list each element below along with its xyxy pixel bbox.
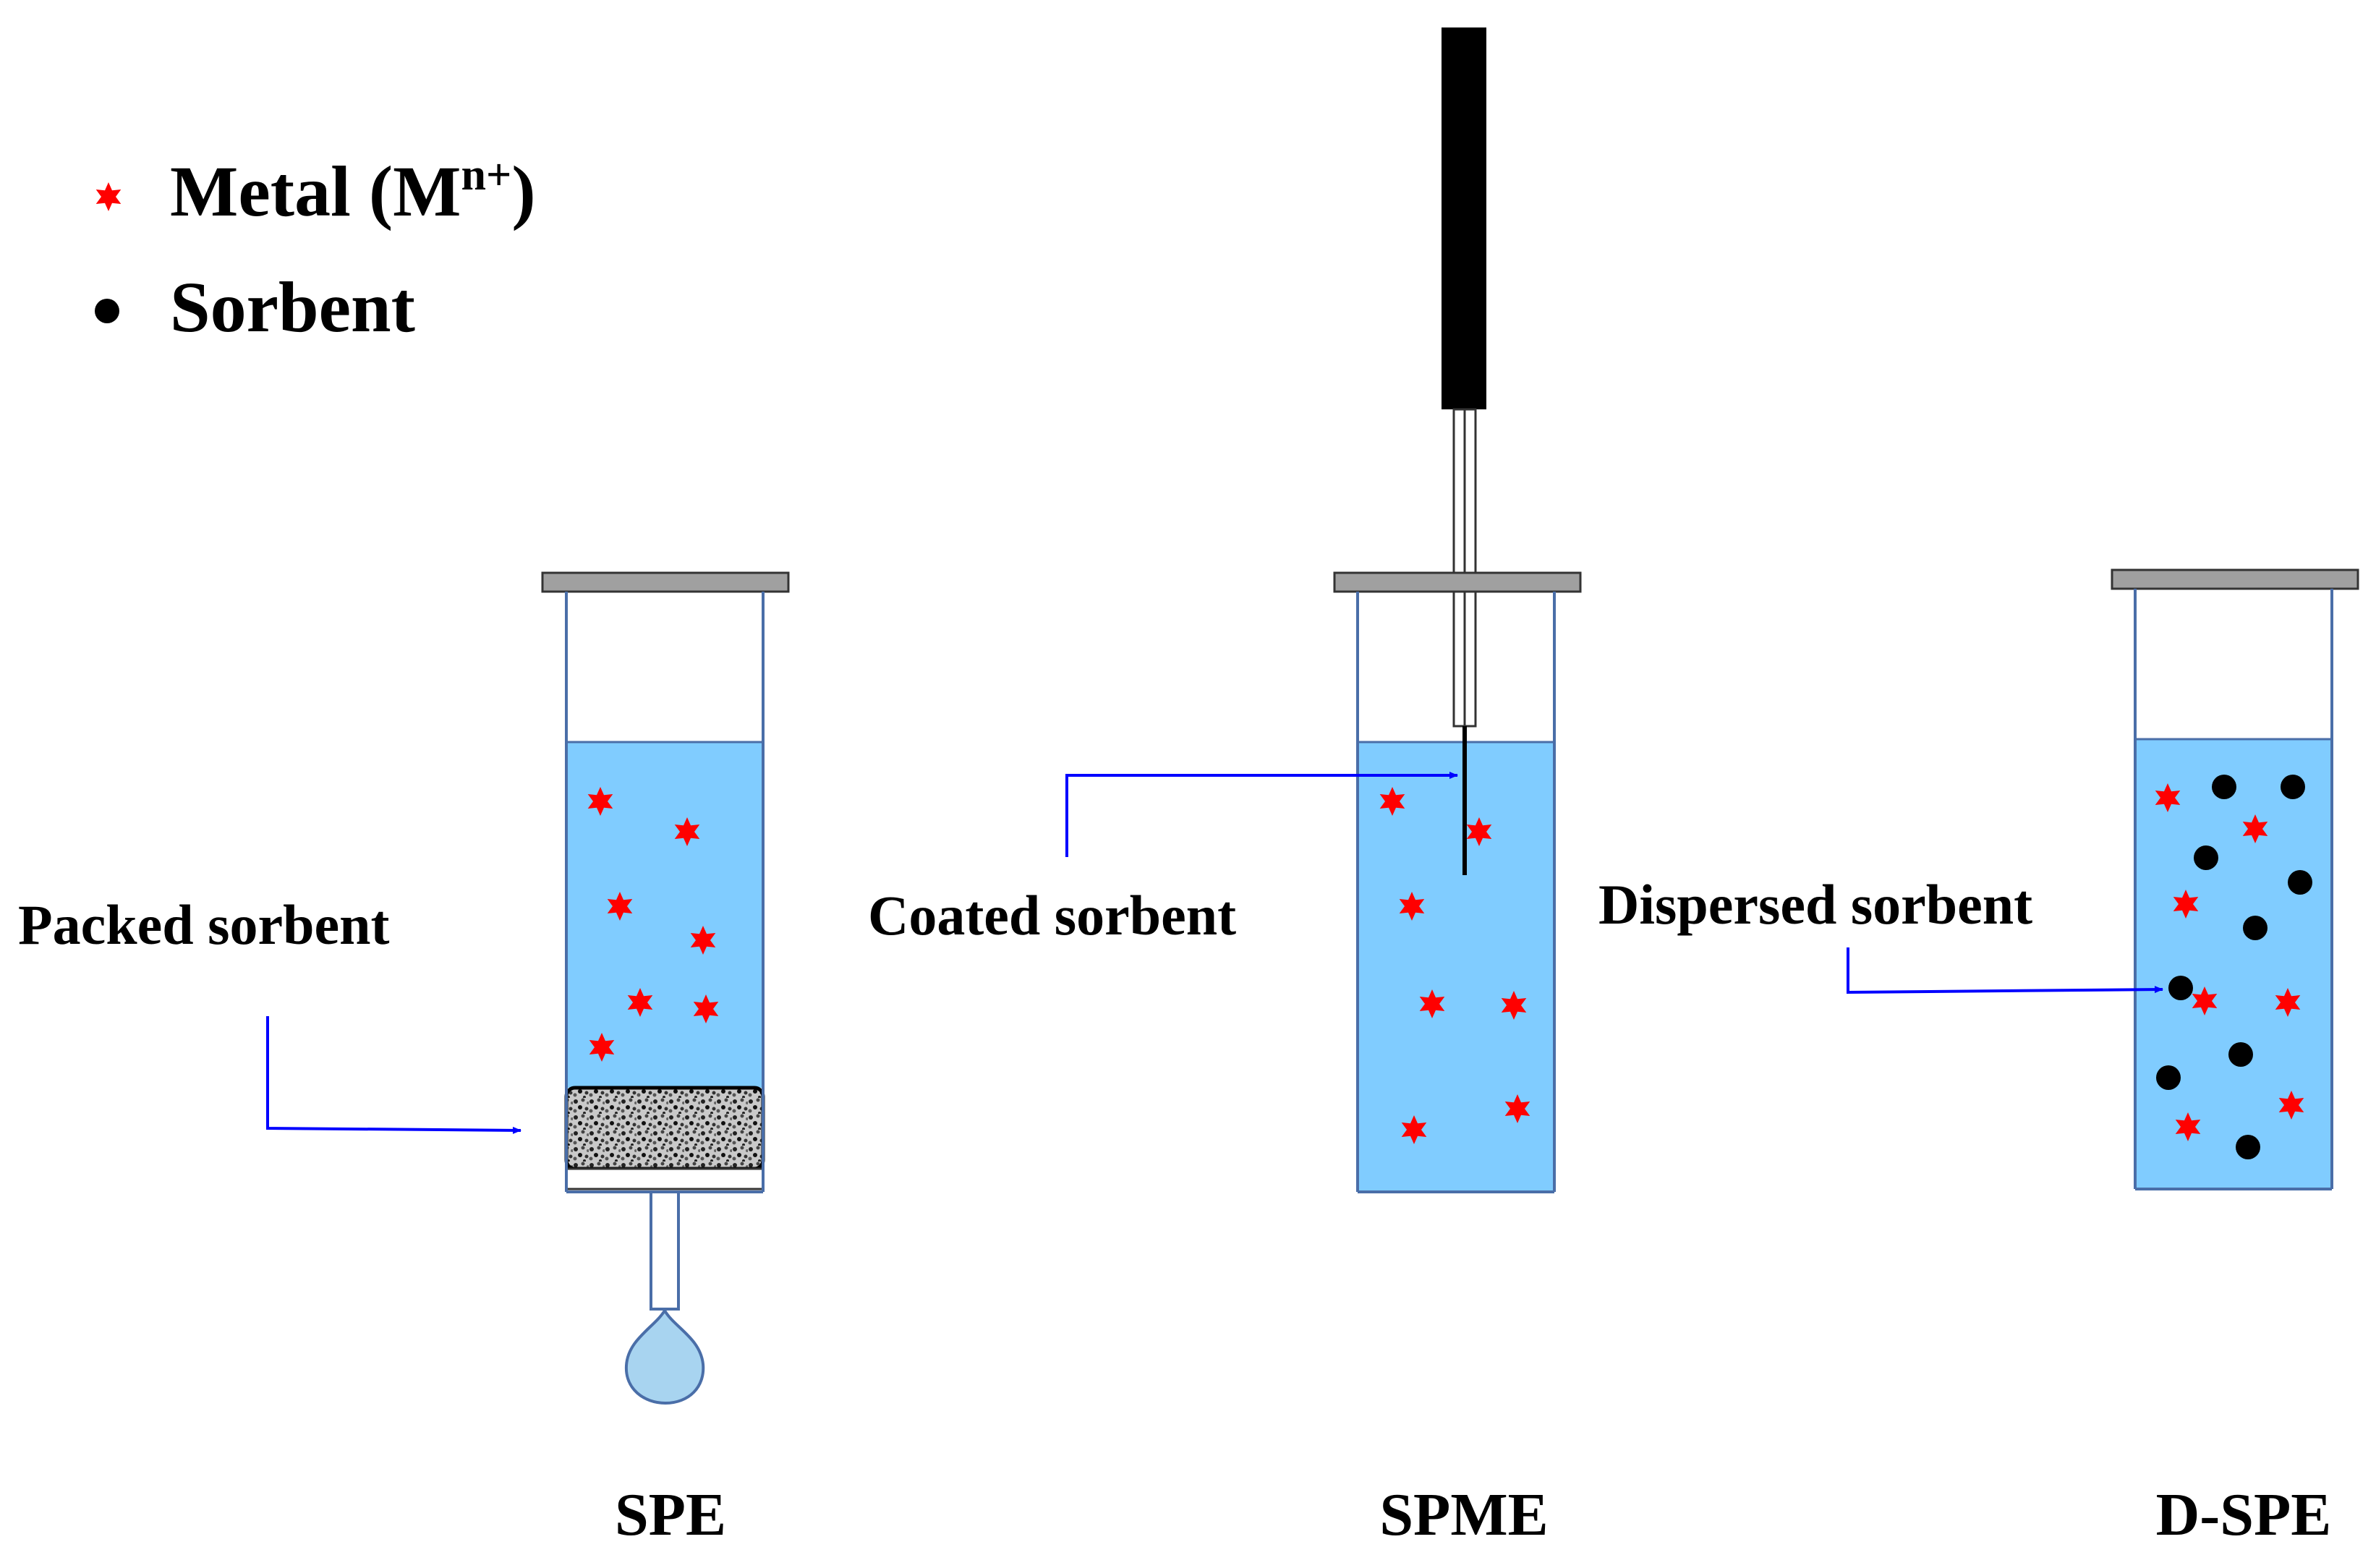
metal-star-shape — [2173, 890, 2199, 919]
dspe-metal-star-icon — [2192, 987, 2218, 1015]
legend-metal-text: Metal (M — [170, 151, 461, 231]
spme-metal-star-icon — [1399, 892, 1425, 921]
spe-metal-star-icon — [674, 817, 700, 846]
metal-star-shape — [2192, 987, 2218, 1015]
spe-cap — [541, 571, 790, 593]
dspe-metal-star-icon — [2242, 814, 2268, 843]
spme-cap — [1333, 571, 1582, 593]
spe-metal-star-icon — [587, 787, 613, 816]
spe-title: SPE — [615, 1481, 726, 1548]
dspe-sorbent-dot-icon — [2243, 916, 2268, 940]
spe-frit — [565, 1167, 765, 1190]
metal-star-shape — [627, 988, 653, 1017]
spme-metal-star-icon — [1504, 1094, 1530, 1123]
legend: Metal (Mn+) Sorbent — [95, 150, 536, 347]
metal-star-shape — [2175, 1112, 2201, 1141]
dspe-metal-star-icon — [2175, 1112, 2201, 1141]
metal-star-shape — [1419, 989, 1445, 1018]
legend-metal-star-icon — [95, 182, 122, 211]
dspe-metal-star-icon — [2275, 988, 2301, 1017]
spe-droplet — [624, 1308, 705, 1405]
legend-metal-superscript: n+ — [461, 150, 512, 200]
metal-star-shape — [1466, 817, 1492, 846]
legend-metal-close: ) — [511, 151, 535, 231]
spe-metal-star-icon — [627, 988, 653, 1017]
spme-callout-label: Coated sorbent — [868, 884, 1236, 947]
metal-star-shape — [1501, 991, 1527, 1020]
legend-sorbent-label: Sorbent — [170, 267, 415, 347]
metal-star-shape — [1504, 1094, 1530, 1123]
spe-liquid — [566, 742, 763, 1088]
dspe-panel: Dispersed sorbent D-SPE — [1598, 568, 2359, 1548]
metal-star-shape — [2242, 814, 2268, 843]
metal-star-shape — [2278, 1091, 2304, 1120]
spme-callout-arrow — [1065, 772, 1458, 857]
dspe-metal-star-icon — [2278, 1091, 2304, 1120]
dspe-title: D-SPE — [2156, 1481, 2332, 1548]
dspe-sorbent-dot-icon — [2168, 976, 2193, 1000]
spe-metal-star-icon — [693, 994, 719, 1023]
metal-star-shape — [587, 787, 613, 816]
metal-star-shape — [95, 182, 122, 211]
spe-metal-star-icon — [607, 892, 633, 921]
legend-sorbent-dot-icon — [95, 299, 119, 323]
dspe-callout-label: Dispersed sorbent — [1598, 873, 2032, 936]
spe-packed-bed — [564, 1086, 765, 1171]
spme-metal-star-icon — [1501, 991, 1527, 1020]
dspe-liquid — [2135, 739, 2332, 1189]
dspe-cap — [2111, 568, 2359, 590]
legend-metal-label: Metal (Mn+) — [170, 150, 536, 231]
dspe-sorbent-dot-icon — [2228, 1042, 2253, 1067]
dspe-sorbent-dot-icon — [2288, 870, 2312, 895]
spme-title: SPME — [1379, 1481, 1548, 1548]
spe-metal-star-icon — [589, 1033, 615, 1062]
metal-star-shape — [1379, 787, 1405, 816]
spme-metal-star-icon — [1379, 787, 1405, 816]
dspe-sorbent-dot-icon — [2156, 1065, 2181, 1090]
spme-panel: Coated sorbent SPME — [868, 27, 1582, 1548]
dspe-metal-star-icon — [2155, 783, 2181, 812]
metal-star-shape — [1399, 892, 1425, 921]
dspe-sorbent-dot-icon — [2212, 775, 2236, 799]
spe-outlet-tip — [650, 1190, 680, 1311]
spme-metal-star-icon — [1466, 817, 1492, 846]
spe-callout-arrow — [266, 1016, 521, 1134]
dspe-callout-arrow — [1847, 947, 2163, 994]
metal-star-shape — [693, 994, 719, 1023]
spme-metal-star-icon — [1419, 989, 1445, 1018]
metal-star-shape — [690, 926, 716, 955]
metal-star-shape — [589, 1033, 615, 1062]
spe-panel: Packed sorbent SPE — [18, 571, 790, 1548]
dspe-metal-star-icon — [2173, 890, 2199, 919]
dspe-sorbent-dot-icon — [2281, 775, 2305, 799]
dspe-sorbent-dot-icon — [2236, 1135, 2260, 1159]
spme-fiber-holder — [1442, 27, 1486, 409]
spe-metal-star-icon — [690, 926, 716, 955]
metal-star-shape — [2275, 988, 2301, 1017]
metal-star-shape — [1401, 1115, 1427, 1144]
metal-star-shape — [607, 892, 633, 921]
metal-star-shape — [2155, 783, 2181, 812]
spme-liquid — [1358, 742, 1554, 1192]
spme-metal-star-icon — [1401, 1115, 1427, 1144]
spe-callout-label: Packed sorbent — [18, 893, 390, 956]
metal-star-shape — [674, 817, 700, 846]
dspe-sorbent-dot-icon — [2194, 845, 2218, 870]
